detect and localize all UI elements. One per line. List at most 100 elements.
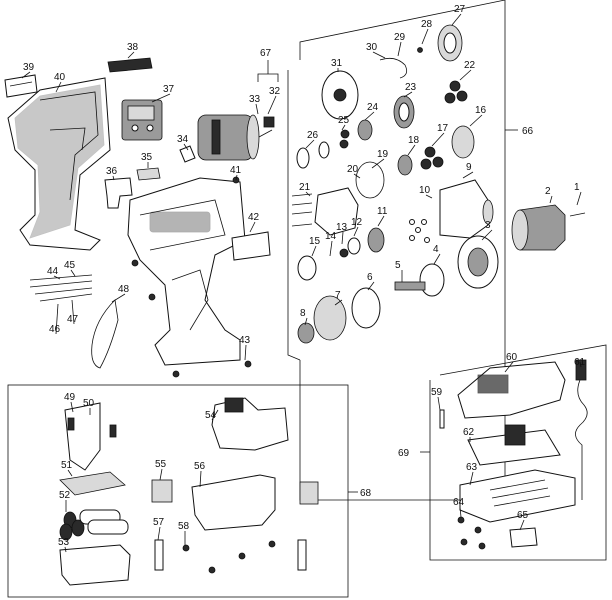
label-55: 55 [155,459,167,470]
leader-line-10 [425,194,433,199]
leader-line-22 [459,69,472,81]
label-63: 63 [466,462,478,473]
label-9: 9 [466,162,472,173]
leader-line-47 [71,299,75,325]
leader-line-12 [353,226,359,237]
label-5: 5 [395,260,401,271]
label-11: 11 [377,206,388,217]
leader-line-20 [353,173,361,179]
leader-line-11 [377,215,385,227]
leader-line-29 [397,41,402,57]
contacts-57 [154,539,307,571]
leader-line-27 [451,13,462,26]
label-3: 3 [485,220,491,231]
strap [91,299,119,369]
label-47: 47 [67,314,79,325]
leader-line-4 [433,253,441,265]
leader-line-42 [249,221,256,233]
leader-line-9 [462,171,474,179]
leader-line-45 [70,269,76,277]
leader-line-46 [55,303,59,335]
callout-labels: 1234567891011121314151617181920212223242… [21,4,586,553]
leader-line-32 [267,95,277,115]
label-58: 58 [178,521,190,532]
clutch-carrier-31 [321,70,359,120]
label-34: 34 [177,134,189,145]
leader-line-49 [70,401,74,413]
leader-line-40 [55,81,62,93]
label-39: 39 [23,62,35,73]
label-43: 43 [239,335,251,346]
leader-line-36 [112,175,115,181]
label-29: 29 [394,32,406,43]
leader-line-38 [127,51,135,59]
washer-20 [355,161,385,199]
leader-line-23 [403,91,413,98]
power-cord-61 [575,359,588,500]
label-56: 56 [194,461,206,472]
pins-small [409,219,430,243]
label-12: 12 [351,217,363,228]
spring-clip [179,145,196,163]
label-24: 24 [367,102,379,113]
housing-left-half [7,77,111,251]
label-53: 53 [58,537,70,548]
label-8: 8 [300,308,306,319]
spindle-5 [394,281,426,291]
leader-line-60 [504,361,514,373]
planet-gears-22 [444,80,468,104]
label-65: 65 [517,510,529,521]
label-17: 17 [437,123,449,134]
gears-24-25 [296,119,373,169]
label-18: 18 [408,135,420,146]
spring-29-30 [379,47,423,79]
battery-cells [59,509,129,541]
gear-case-10 [439,179,494,239]
label-45: 45 [64,260,76,271]
label-4: 4 [433,244,439,255]
gears-11-15 [297,227,385,281]
screws-battery [182,540,276,574]
label-68: 68 [360,488,372,499]
label-16: 16 [475,105,487,116]
leader-line-19 [371,158,385,169]
leader-line-6 [367,281,375,291]
charger-group-frame: 69 [398,344,607,561]
ring-gear-23 [393,95,415,129]
label-51: 51 [61,460,73,471]
leader-line-30 [372,51,386,59]
label-14: 14 [325,231,337,242]
label-61: 61 [574,357,586,368]
label-62: 62 [463,427,475,438]
label-54: 54 [205,410,217,421]
charger-base-63 [459,469,576,523]
label-plate [4,74,38,98]
label-22: 22 [464,60,476,71]
label-46: 46 [49,324,61,335]
leader-line-39 [21,71,31,79]
label-42: 42 [248,212,260,223]
label-7: 7 [335,290,341,301]
battery-bottom-holder [59,544,131,586]
screws-housing [29,176,252,378]
leader-line-51 [67,469,73,477]
leader-line-33 [255,103,259,115]
gear-case-21 [314,187,359,236]
label-2: 2 [545,186,551,197]
label-40: 40 [54,72,66,83]
chuck-2 [511,204,586,251]
label-25: 25 [338,115,350,126]
label-52: 52 [59,490,71,501]
terminals-55 [151,479,319,505]
label-36: 36 [106,166,118,177]
switch-assembly [121,99,163,141]
label-21: 21 [299,182,311,193]
leader-line-1 [576,191,582,206]
small-plate [136,167,161,181]
label-37: 37 [163,84,175,95]
battery-top-cap [64,402,117,471]
ring-4 [419,263,445,297]
label-23: 23 [405,82,417,93]
leader-line-2 [549,195,553,204]
leader-line-16 [469,114,483,127]
